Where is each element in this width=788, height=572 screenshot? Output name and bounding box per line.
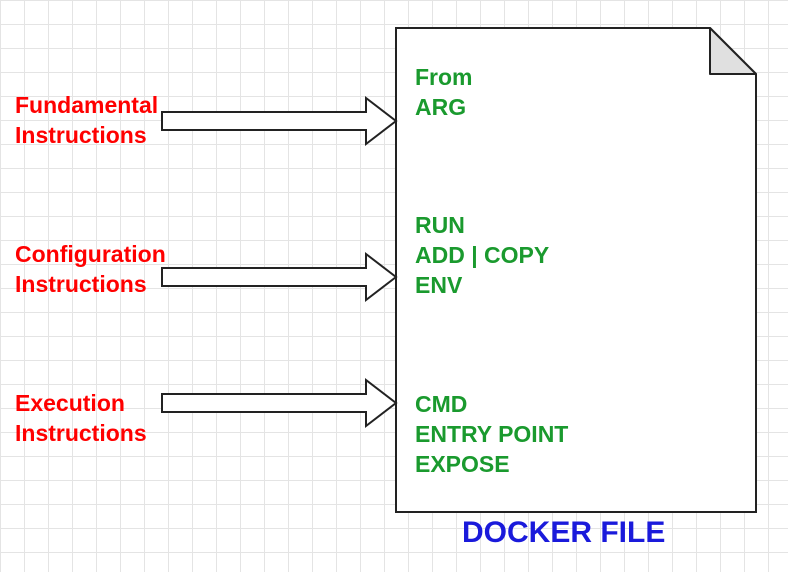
configuration-arrow (161, 251, 398, 303)
fundamental-label-line2: Instructions (15, 122, 147, 148)
execution-label-line2: Instructions (15, 420, 147, 446)
document-caption: DOCKER FILE (462, 516, 666, 549)
instruction-cmd: CMD (415, 391, 468, 417)
dockerfile-document-shape (395, 27, 757, 513)
instruction-arg: ARG (415, 94, 467, 120)
document-fold-corner (709, 27, 757, 75)
instruction-from: From (415, 64, 473, 90)
instruction-entry-point: ENTRY POINT (415, 421, 569, 447)
configuration-label-line1: Configuration (15, 241, 166, 267)
configuration-label-line2: Instructions (15, 271, 147, 297)
instruction-add-copy: ADD | COPY (415, 242, 550, 268)
instruction-run: RUN (415, 212, 465, 238)
execution-arrow (161, 377, 398, 429)
instruction-expose: EXPOSE (415, 451, 510, 477)
instruction-env: ENV (415, 272, 463, 298)
fundamental-arrow (161, 95, 398, 147)
execution-label-line1: Execution (15, 390, 125, 416)
fundamental-label-line1: Fundamental (15, 92, 159, 118)
